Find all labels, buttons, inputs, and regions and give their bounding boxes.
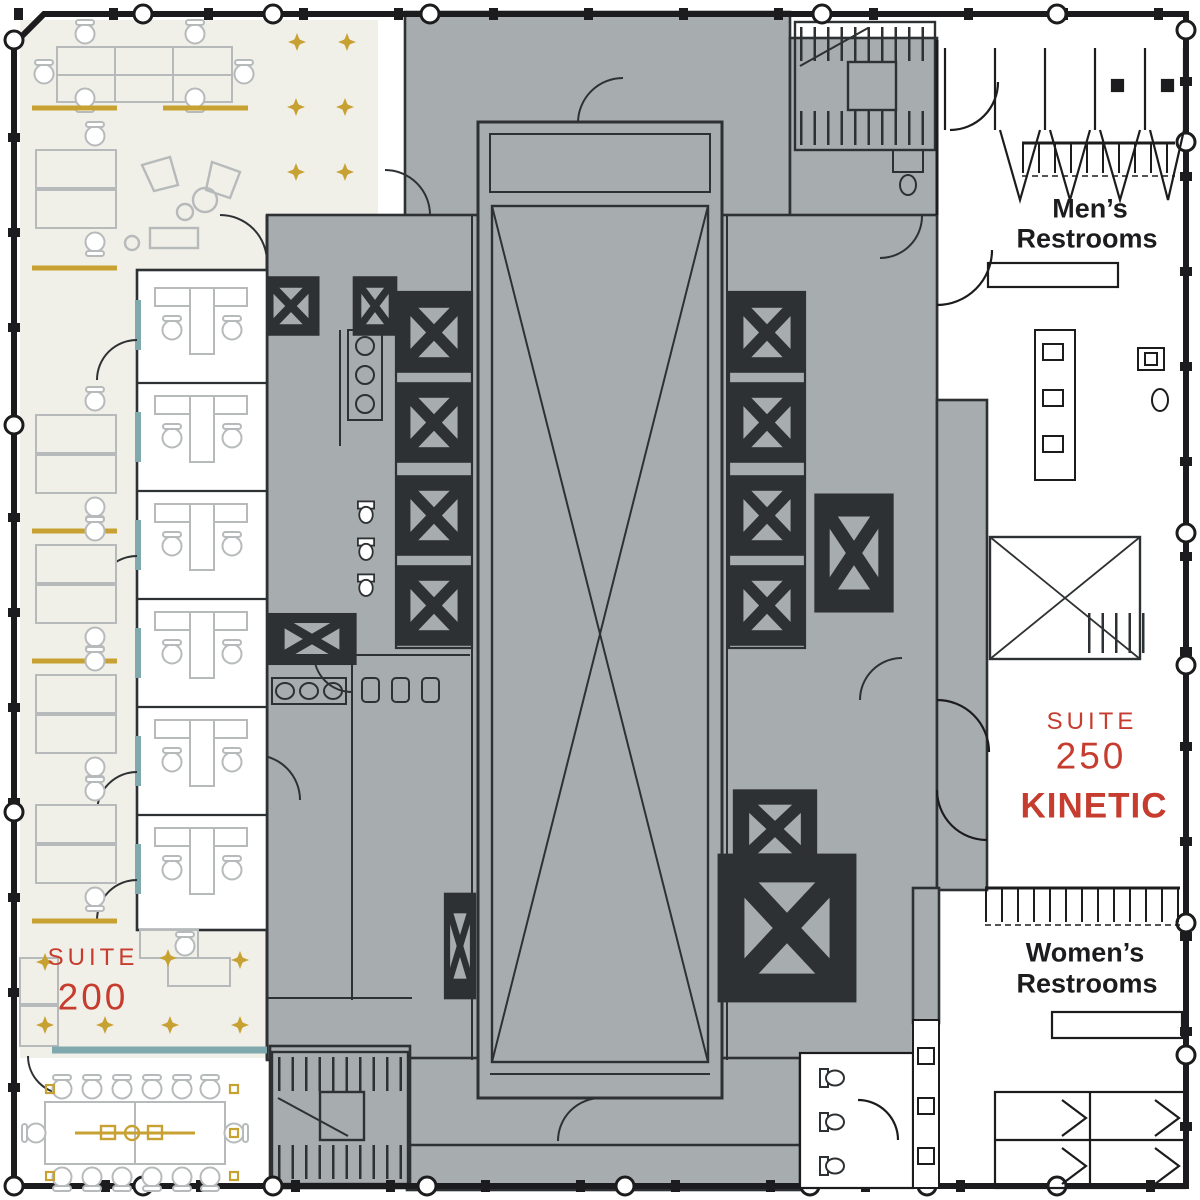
conference-room	[21, 1046, 267, 1192]
toilet-icon	[818, 1111, 846, 1133]
lounge-chairs	[123, 155, 242, 252]
stairs-suite250	[988, 535, 1150, 661]
elevator-bank-right	[727, 290, 807, 650]
core-right-rooms	[892, 149, 924, 196]
toilet-room	[798, 1051, 915, 1190]
office-desks	[154, 287, 248, 895]
urinal-screen-row	[1022, 141, 1175, 177]
suite-200-offices	[96, 268, 269, 932]
atrium-top-door-arc	[577, 77, 624, 123]
urinal-icons	[361, 677, 440, 703]
wall-workstations	[32, 121, 117, 924]
privacy-screen-row	[985, 886, 1180, 926]
office-glass-accents	[135, 300, 141, 894]
vanity-counter	[1050, 1010, 1184, 1040]
atrium-bottom-door-arc	[557, 1097, 602, 1142]
gold-floor-markers	[44, 1083, 240, 1182]
door-arc	[879, 215, 923, 259]
toilet-icon	[818, 1067, 846, 1089]
suite-250-number: 250	[1055, 735, 1127, 777]
mens-restrooms-label-line1: Men’s	[1052, 193, 1128, 224]
door-arc	[859, 657, 903, 701]
door-arc	[384, 169, 431, 216]
stairs-bottom-left	[270, 1050, 410, 1186]
toilet-icon	[818, 1155, 846, 1177]
door-arc	[936, 698, 991, 753]
toilet-icon	[356, 500, 376, 524]
suite-200-number: 200	[57, 976, 129, 1018]
suite-250-tenant-name: KINETIC	[1020, 786, 1168, 826]
mens-restrooms-label-line2: Restrooms	[1016, 223, 1158, 254]
womens-restrooms-label-line1: Women’s	[1025, 937, 1145, 968]
toilet-stalls	[943, 48, 1186, 205]
mens-restrooms	[935, 40, 1186, 481]
suite-200-furniture	[19, 19, 255, 1047]
womens-restrooms	[798, 698, 1187, 1190]
door-arc	[935, 789, 988, 842]
door-arc	[936, 249, 994, 307]
sink-column	[912, 1019, 940, 1189]
atrium-void	[476, 77, 724, 1142]
toilet-icon	[356, 537, 376, 561]
core-interior	[219, 169, 923, 1147]
stairs-top-right	[793, 20, 937, 152]
small-washroom	[1034, 329, 1169, 481]
vanity-counter	[986, 261, 1120, 289]
suite-200-label: SUITE	[47, 944, 139, 971]
womens-restrooms-label-line2: Restrooms	[1016, 968, 1158, 999]
suite-250-label: SUITE	[1046, 708, 1138, 735]
toilet-icon	[356, 573, 376, 597]
door-arc	[313, 653, 353, 693]
toilet-stalls	[993, 1090, 1187, 1190]
door-arc	[219, 214, 268, 263]
